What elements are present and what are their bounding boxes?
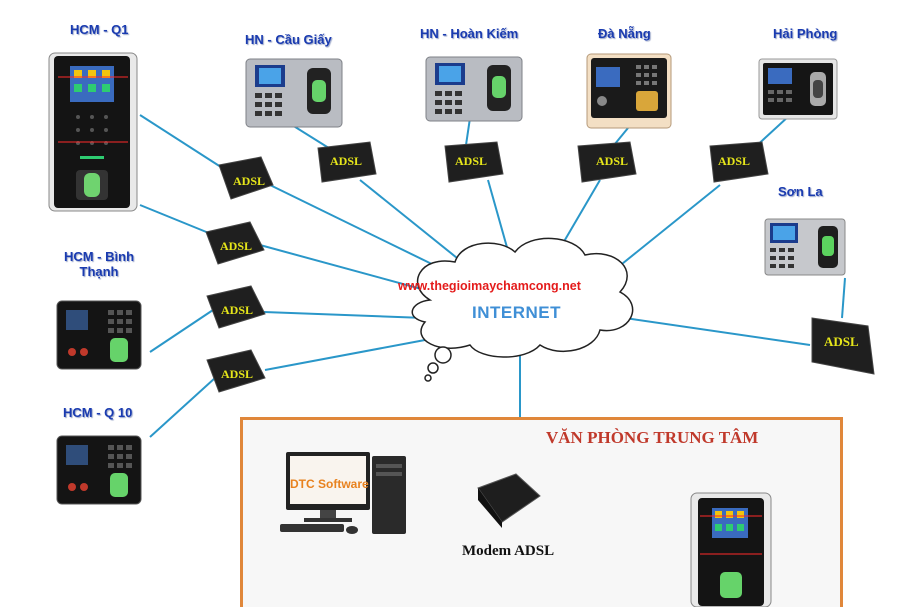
- office-title: VĂN PHÒNG TRUNG TÂM: [546, 428, 759, 447]
- adsl-text: ADSL: [455, 154, 487, 168]
- dtc-software-label: DTC Software: [290, 477, 369, 491]
- label-hcm-q1: HCM - Q1: [70, 22, 129, 37]
- terminal-hcm-q10: [56, 435, 142, 505]
- adsl-modem-q10: ADSL: [203, 348, 267, 399]
- adsl-text: ADSL: [824, 334, 859, 349]
- office-modem: [477, 473, 541, 528]
- adsl-modem-da-nang: ADSL: [574, 140, 638, 191]
- terminal-hcm-q1: [48, 52, 138, 212]
- adsl-text: ADSL: [596, 154, 628, 168]
- label-son-la: Sơn La: [778, 184, 823, 199]
- terminal-da-nang: [586, 53, 672, 129]
- label-hcm-binh-thanh-line2: Thạnh: [79, 264, 119, 279]
- terminal-office: [690, 492, 772, 607]
- adsl-modem-cau-giay: ADSL: [314, 140, 378, 191]
- adsl-text: ADSL: [718, 154, 750, 168]
- internet-cloud: [411, 237, 634, 382]
- terminal-hai-phong: [758, 58, 838, 120]
- label-da-nang: Đà Nẵng: [598, 26, 651, 41]
- adsl-text: ADSL: [221, 303, 253, 317]
- computer-icon: [280, 452, 406, 534]
- adsl-modem-binh-thanh: ADSL: [203, 284, 267, 335]
- adsl-text: ADSL: [233, 174, 265, 188]
- terminal-son-la: [764, 218, 846, 276]
- terminal-hn-cau-giay: [245, 58, 343, 128]
- adsl-modem-son-la: ADSL: [806, 312, 878, 383]
- label-hai-phong: Hải Phòng: [773, 26, 838, 41]
- terminal-hn-hoan-kiem: [425, 56, 523, 122]
- adsl-text: ADSL: [330, 154, 362, 168]
- adsl-modem-hoan-kiem: ADSL: [441, 140, 505, 191]
- website-url: www.thegioimaychamcong.net: [398, 279, 581, 293]
- label-hn-hoan-kiem: HN - Hoàn Kiếm: [420, 26, 519, 41]
- adsl-modem-hcm-q1-b: ADSL: [202, 220, 266, 271]
- terminal-hcm-binh-thanh: [56, 300, 142, 370]
- adsl-modem-hai-phong: ADSL: [706, 140, 770, 191]
- adsl-text: ADSL: [220, 239, 252, 253]
- label-hcm-q10: HCM - Q 10: [63, 405, 133, 420]
- adsl-text: ADSL: [221, 367, 253, 381]
- label-hcm-binh-thanh-line1: HCM - Bình: [63, 249, 135, 264]
- internet-label: INTERNET: [472, 303, 561, 322]
- label-hcm-binh-thanh: HCM - Bình Thạnh: [62, 249, 136, 279]
- modem-caption: Modem ADSL: [462, 543, 555, 559]
- label-hn-cau-giay: HN - Cầu Giấy: [245, 32, 332, 47]
- adsl-modem-hcm-q1-a: ADSL: [213, 155, 275, 206]
